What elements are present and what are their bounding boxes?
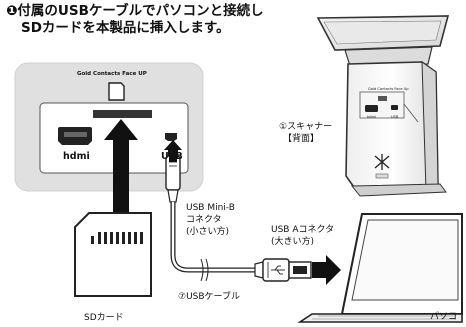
scanner-port-usb: USB xyxy=(391,115,399,119)
mini-b-label-line1: USB Mini-B xyxy=(186,203,235,213)
scanner-logo-icon xyxy=(374,154,390,170)
scanner-device xyxy=(316,15,450,197)
usb-symbol-icon xyxy=(271,265,285,275)
sd-slot xyxy=(93,110,152,118)
sd-card xyxy=(74,212,152,297)
usb-label: USB xyxy=(161,151,183,162)
mini-b-label-line3: (小さい方) xyxy=(186,227,230,237)
gold-contacts-label: Gold Contacts Face UP xyxy=(77,71,147,77)
instruction-title-line2: SDカードを本製品に挿入します。 xyxy=(21,20,230,36)
a-connector-label-line2: (大きい方) xyxy=(271,237,315,247)
a-connector-label-line1: USB Aコネクタ xyxy=(271,225,335,235)
scanner-device-text: Gold Contacts Face Up xyxy=(368,87,409,91)
sd-slot-icon xyxy=(108,82,125,101)
pc-label: パソコ xyxy=(430,312,458,322)
laptop xyxy=(297,213,463,323)
scanner-callout-line2: 【背面】 xyxy=(283,134,320,144)
scanner-callout-line1: ①スキャナー xyxy=(279,122,333,132)
usb-cable xyxy=(164,140,341,285)
pc-connect-arrow xyxy=(312,255,341,285)
sd-card-label: SDカード xyxy=(84,313,124,323)
insert-arrow xyxy=(104,119,138,212)
port-panel-closeup xyxy=(14,62,204,192)
hdmi-label: hdmi xyxy=(63,151,90,162)
usb-mini-port xyxy=(165,133,177,141)
mini-b-label-line2: コネクタ xyxy=(186,215,222,225)
usb-insert-arrow xyxy=(164,140,182,162)
usb-cable-label: ⑦USBケーブル xyxy=(178,292,241,302)
instruction-title-line1: ❶付属のUSBケーブルでパソコンと接続し xyxy=(6,3,264,19)
scanner-port-hdmi: hdmi xyxy=(367,115,377,119)
